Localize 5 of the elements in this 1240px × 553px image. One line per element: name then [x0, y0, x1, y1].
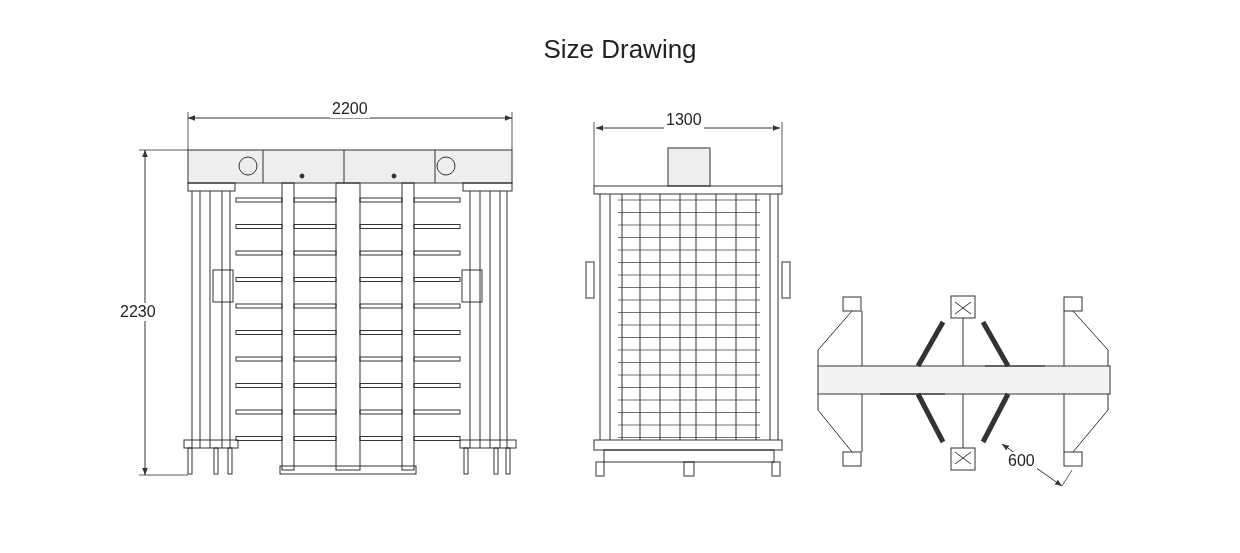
dimension-label: 2230	[118, 303, 158, 321]
diagram-title: Size Drawing	[543, 34, 697, 64]
dimension-label: 2200	[330, 100, 370, 118]
dimension-label: 1300	[664, 111, 704, 129]
dimension-label: 600	[1006, 452, 1037, 470]
